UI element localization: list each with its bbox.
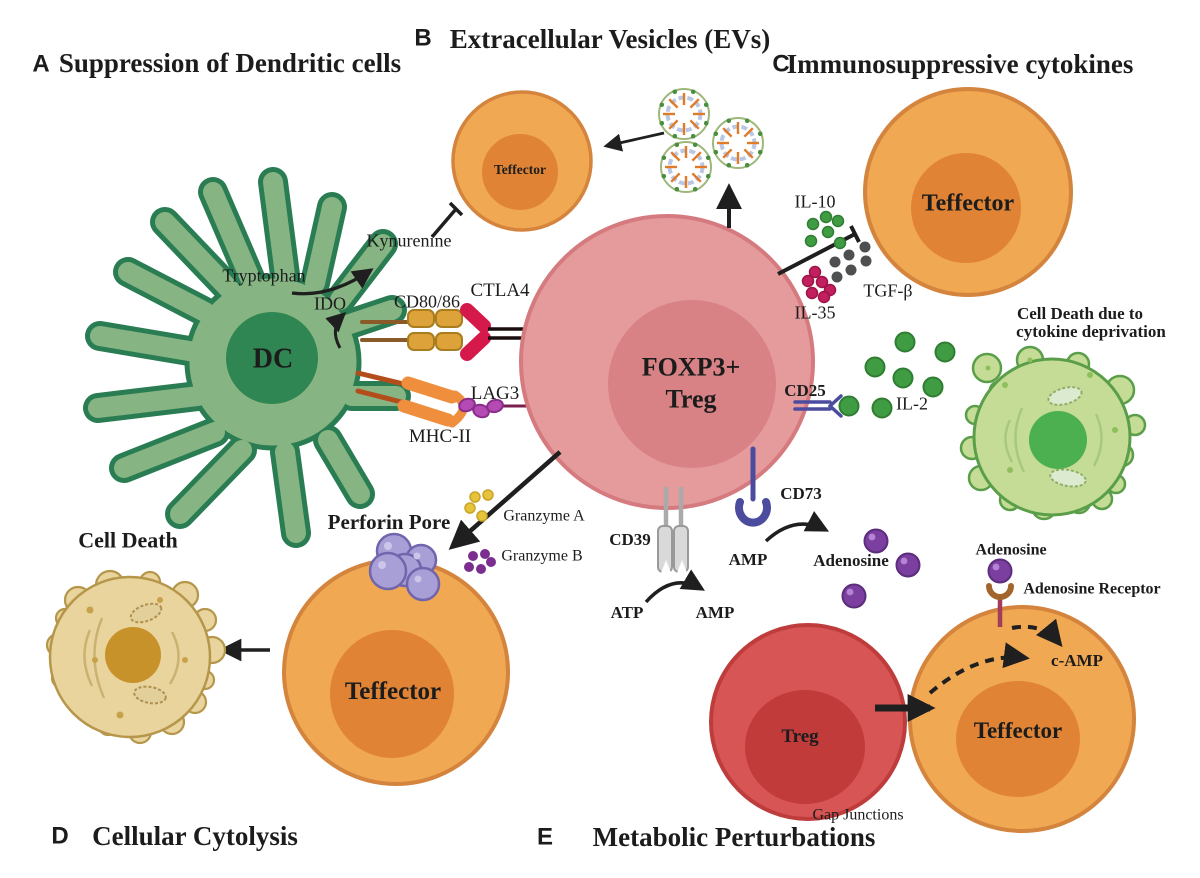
teffector-top-label: Teffector [494, 161, 546, 177]
tgfb-dots [829, 241, 872, 283]
extracellular-vesicle [657, 87, 711, 141]
adenosine-receptor [986, 558, 1014, 627]
apoptotic-tan-nucleus [105, 627, 161, 683]
teffector-cell-e [908, 605, 1136, 833]
teffector-cell-d [282, 558, 510, 786]
perforin-pore-label: Perforin Pore [327, 509, 451, 534]
vesicle-to-teffector-arrow [603, 131, 665, 152]
panel-c-title: Immunosuppressive cytokines [786, 48, 1134, 79]
cd39-label: CD39 [609, 530, 651, 550]
extracellular-vesicle [659, 140, 713, 194]
gap-junctions-label: Gap Junctions [812, 806, 904, 824]
atp-amp-arrow [644, 569, 705, 604]
il35-dots [801, 265, 837, 304]
treg-e-label: Treg [781, 726, 819, 748]
adenosine-label-1: Adenosine [813, 551, 889, 571]
amp-label-2: AMP [728, 550, 768, 570]
cd39-receptor [657, 487, 689, 573]
il10-dots [804, 210, 847, 250]
teffector-cell-top [451, 90, 593, 232]
cytokine-deprivation-label-line1: Cell Death due to [1016, 304, 1144, 324]
adenosine-molecule [841, 583, 867, 609]
ctla4-label: CTLA4 [470, 280, 530, 302]
adenosine-molecule [863, 528, 889, 554]
cd80-86-label: CD80/86 [393, 291, 461, 312]
il2-bound-dot [838, 395, 860, 417]
panel-e-letter: E [536, 823, 554, 851]
panel-d-letter: D [51, 822, 69, 850]
ido-label: IDO [314, 293, 346, 314]
il2-dots [864, 331, 956, 419]
granzyme-b-dots [464, 549, 496, 574]
amp-adenosine-arrow [764, 511, 830, 543]
il10-label: IL-10 [794, 191, 836, 212]
cd73-label: CD73 [780, 484, 822, 504]
panel-a-letter: A [32, 50, 50, 78]
granzyme-release-arrow [448, 450, 562, 550]
lag3-label: LAG3 [470, 383, 520, 405]
granzyme-b-label: Granzyme B [501, 547, 583, 565]
panel-d-title: Cellular Cytolysis [92, 820, 298, 851]
apoptotic-cell-green [959, 345, 1147, 521]
cd25-receptor [793, 394, 843, 418]
panel-c-letter: C [772, 50, 790, 78]
apoptotic-green-nucleus [1029, 411, 1087, 469]
treg-cell-e [709, 623, 907, 821]
il2-label: IL-2 [896, 393, 928, 414]
panel-b-title: Extracellular Vesicles (EVs) [449, 23, 771, 54]
mhc2-lag3-complex [355, 370, 546, 428]
extracellular-vesicle [711, 116, 765, 170]
camp-label: c-AMP [1051, 651, 1103, 671]
foxp3-treg-cell [519, 214, 815, 510]
il35-label: IL-35 [794, 302, 836, 323]
teffector-cell-c [863, 87, 1073, 297]
cell-death-label: Cell Death [78, 527, 178, 553]
teffector-c-label: Teffector [921, 190, 1015, 217]
apoptotic-cell-tan [45, 569, 227, 745]
teffector-d-label: Teffector [344, 677, 442, 705]
atp-label: ATP [610, 603, 644, 623]
cd25-label: CD25 [784, 381, 826, 401]
perforin-pore [368, 532, 441, 602]
dc-label: DC [252, 343, 294, 375]
cd73-receptor [735, 446, 771, 527]
panel-e-title: Metabolic Perturbations [592, 821, 876, 852]
dendritic-cell [83, 167, 411, 548]
mhc2-label: MHC-II [408, 426, 472, 448]
camp-dashed-arrow-2 [928, 642, 1030, 695]
adenosine-receptor-label: Adenosine Receptor [1023, 580, 1161, 598]
treg-nucleus [608, 300, 776, 468]
adenosine-label-2: Adenosine [975, 541, 1047, 559]
kynurenine-inhibition [430, 201, 464, 239]
granzyme-a-label: Granzyme A [503, 507, 585, 525]
cd80-86-ctla4-complex [360, 303, 542, 361]
amp-label-1: AMP [695, 603, 735, 623]
kynurenine-label: Kynurenine [366, 230, 452, 251]
camp-dashed-arrow-1 [1011, 618, 1063, 648]
adenosine-molecule [895, 552, 921, 578]
tryptophan-label: Tryptophan [222, 265, 306, 286]
granzyme-a-dots [464, 489, 494, 522]
dc-nucleus [226, 312, 318, 404]
tgfb-label: TGF-β [863, 280, 913, 301]
treg-label-line1: FOXP3+ [641, 352, 741, 382]
teffector-e-label: Teffector [973, 717, 1063, 743]
cytokine-deprivation-label-line2: cytokine deprivation [1016, 322, 1166, 342]
ido-arrow [325, 312, 347, 349]
treg-label-line2: Treg [665, 384, 717, 414]
tryptophan-kynurenine-arrow [291, 268, 374, 296]
panel-a-title: Suppression of Dendritic cells [58, 47, 402, 78]
panel-b-letter: B [414, 24, 432, 52]
